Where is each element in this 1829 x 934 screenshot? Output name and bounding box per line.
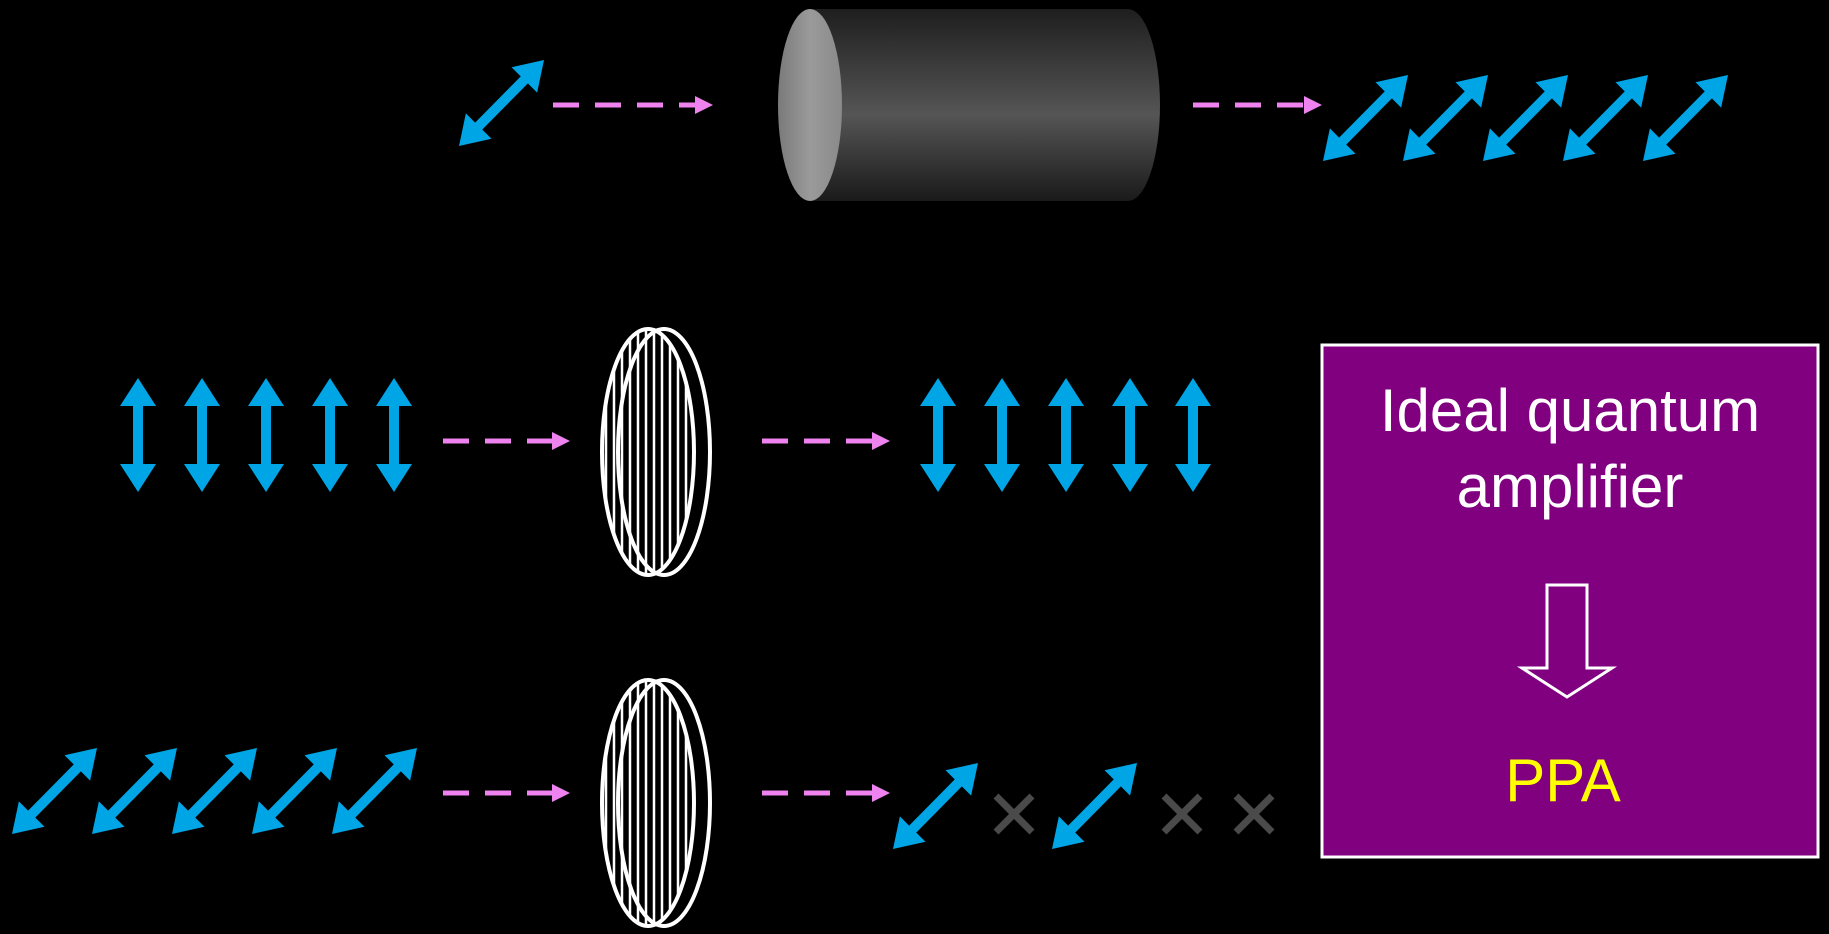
row2-output-path-arrow	[762, 432, 890, 450]
row2-input-photon-2	[184, 378, 220, 492]
row3-input-photon-1	[12, 748, 97, 834]
row3-lost-photon-cross-icon-5	[1233, 793, 1275, 835]
row2-output-photon-4	[1112, 378, 1148, 492]
row2-output-photon-3	[1048, 378, 1084, 492]
row3-output-photon-1	[893, 763, 978, 849]
info-box-panel	[1320, 343, 1820, 859]
hollow-down-arrow-icon	[1516, 583, 1618, 699]
row3-lost-photon-cross-icon-4	[1161, 793, 1203, 835]
row1-output-photon-5	[1643, 75, 1728, 161]
row2-input-photon-4	[312, 378, 348, 492]
row2-output-photon-2	[984, 378, 1020, 492]
row3-input-photon-2	[92, 748, 177, 834]
row3-input-photon-4	[252, 748, 337, 834]
row1-output-photon-1	[1323, 75, 1408, 161]
row2-output-photon-1	[920, 378, 956, 492]
row2-input-photon-3	[248, 378, 284, 492]
row3-input-path-arrow	[443, 784, 570, 802]
row1-output-photon-2	[1403, 75, 1488, 161]
beam-path-layer	[443, 96, 1322, 802]
info-box-title-line1: Ideal quantum	[1380, 377, 1760, 444]
row1-output-photon-4	[1563, 75, 1648, 161]
row2-input-photon-1	[120, 378, 156, 492]
row3-output-photon-3	[1052, 763, 1137, 849]
info-box-title-line2: amplifier	[1457, 453, 1684, 520]
row1-input-photon	[459, 60, 544, 146]
polarizer-vertical-row	[600, 327, 712, 577]
lost-photon-layer	[993, 793, 1275, 835]
row2-output-photon-5	[1175, 378, 1211, 492]
row3-output-path-arrow	[762, 784, 890, 802]
row2-input-photon-5	[376, 378, 412, 492]
row1-output-photon-3	[1483, 75, 1568, 161]
info-box-result: PPA	[1505, 747, 1621, 814]
photon-layer	[12, 60, 1728, 849]
row1-output-path-arrow	[1193, 96, 1322, 114]
cylinder-amplifier	[778, 9, 1160, 201]
row3-input-photon-5	[332, 748, 417, 834]
row3-lost-photon-cross-icon-2	[993, 793, 1035, 835]
polarizer-diagonal-row	[600, 678, 712, 928]
row3-input-photon-3	[172, 748, 257, 834]
info-box: Ideal quantum amplifier PPA	[1320, 343, 1820, 859]
row2-input-path-arrow	[443, 432, 570, 450]
row1-input-path-arrow	[553, 96, 713, 114]
